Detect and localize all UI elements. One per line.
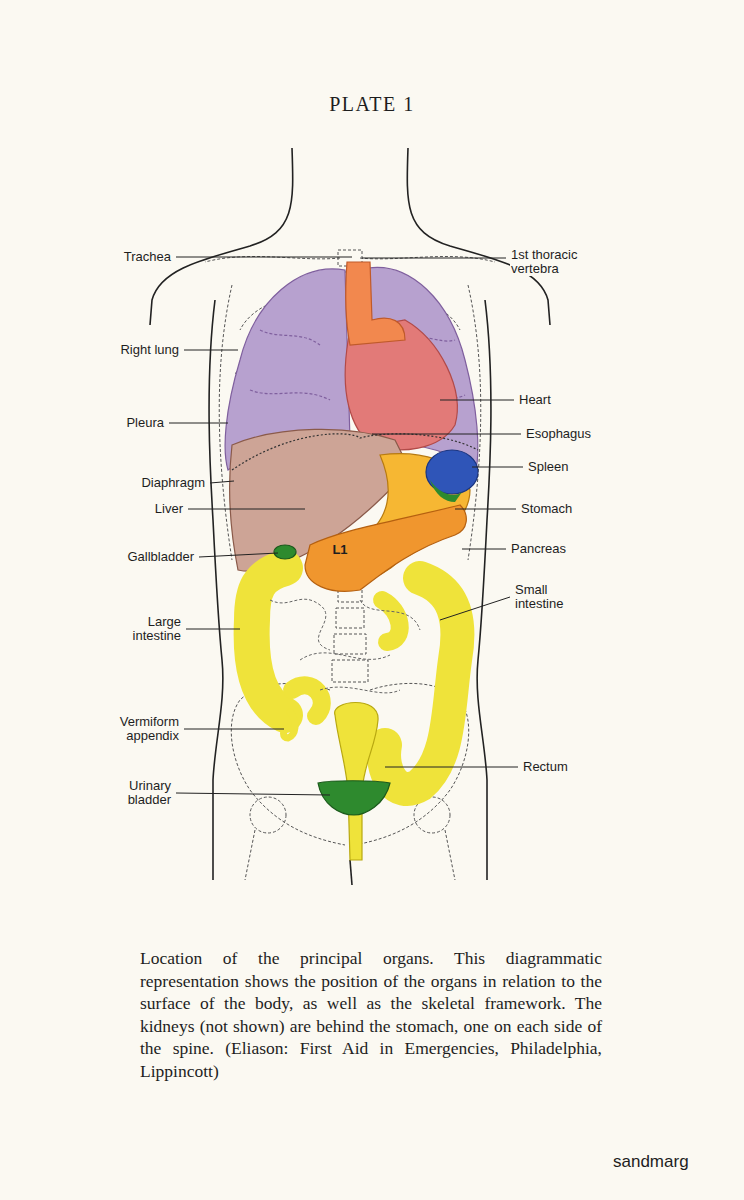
figure-caption: Location of the principal organs. This d… [140,947,602,1082]
leader-line [372,434,521,435]
midline [350,860,352,885]
organ-label: Vermiform appendix [100,715,180,743]
leader-line [169,423,228,424]
organ-label: Esophagus [525,427,592,441]
leader-line [176,793,330,795]
appendix [284,712,296,738]
vertebra-marker: L1 [331,543,348,557]
organ-label: Small intestine [514,583,576,611]
leader-line [472,467,523,468]
right-flank [477,300,491,880]
leader-line [440,400,514,401]
watermark: sandmarg [612,1152,690,1172]
skeleton [205,250,495,880]
leader-line [385,767,518,768]
femoral-head [250,797,286,833]
leader-line [184,350,238,351]
leader-line [455,509,516,510]
organ-label: Liver [154,502,184,516]
plate-title: PLATE 1 [0,93,744,116]
organ-label: 1st thoracic vertebra [510,248,594,276]
leader-line [362,258,506,259]
organ-label: Large intestine [112,615,182,643]
organ-label: Rectum [522,760,569,774]
diaphragm [232,434,478,470]
organ-label: Trachea [123,250,172,264]
leader-line [440,597,510,620]
body-outline [150,148,550,885]
organ-label: Urinary bladder [110,779,172,807]
organ-label: Diaphragm [140,476,206,490]
organs [225,262,478,860]
gallbladder [274,545,296,559]
trachea-aorta [346,262,405,345]
leader-line [176,257,352,258]
leader-line [188,509,305,510]
leader-line [199,553,278,557]
leader-line [184,729,284,730]
organ-label: Pancreas [510,542,567,556]
leader-lines [169,257,523,795]
spleen-shadow [430,480,462,502]
organ-label: Gallbladder [127,550,196,564]
urinary-bladder [318,781,390,815]
leader-line [462,549,506,550]
intestine-loops [270,599,420,693]
organ-label: Pleura [125,416,165,430]
organ-label: Stomach [520,502,573,516]
leader-line [210,481,234,483]
organ-label: Spleen [527,460,569,474]
organ-label: Heart [518,393,552,407]
leader-line [186,629,240,630]
organ-label: Right lung [119,343,180,357]
ascending-colon [252,568,285,715]
